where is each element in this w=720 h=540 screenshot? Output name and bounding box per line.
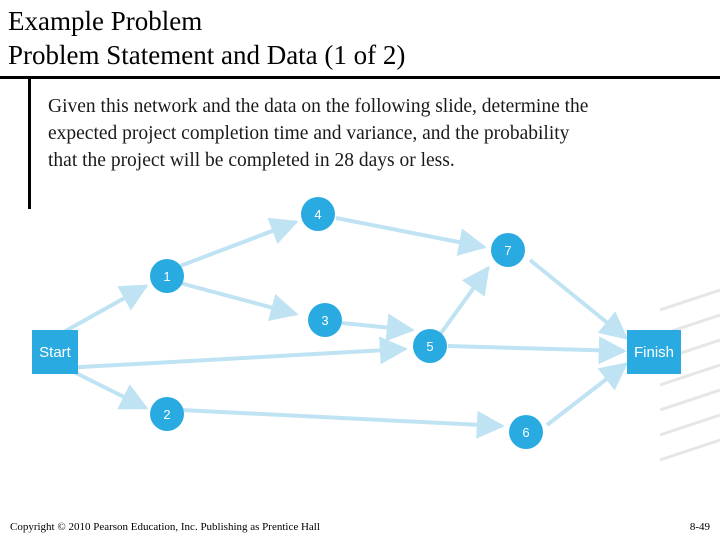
edge-7-finish	[528, 258, 629, 340]
edge-start-1	[61, 284, 149, 335]
node-2: 2	[150, 397, 184, 431]
node-1-label: 1	[163, 269, 170, 284]
side-divider	[28, 79, 31, 209]
node-6-label: 6	[522, 425, 529, 440]
edge-3-5	[341, 313, 415, 342]
node-start-label: Start	[39, 344, 72, 361]
statement-line-2: expected project completion time and var…	[48, 123, 570, 144]
node-3-label: 3	[321, 313, 328, 328]
statement-line-1: Given this network and the data on the f…	[48, 96, 589, 117]
slide-title: Example Problem Problem Statement and Da…	[8, 4, 405, 72]
node-5-label: 5	[426, 339, 433, 354]
title-line-2: Problem Statement and Data (1 of 2)	[8, 40, 406, 70]
edge-2-6	[180, 408, 505, 439]
edge-1-3	[179, 281, 299, 322]
edge-4-7	[335, 216, 487, 256]
node-start: Start	[32, 330, 78, 374]
edge-crossing-hop	[378, 346, 392, 354]
node-finish: Finish	[627, 330, 681, 374]
node-3: 3	[308, 303, 342, 337]
title-line-1: Example Problem	[8, 6, 203, 36]
page-number: 8-49	[689, 521, 710, 533]
node-2-label: 2	[163, 407, 170, 422]
node-4: 4	[301, 197, 335, 231]
edge-1-4	[179, 217, 299, 268]
edge-5-finish	[447, 336, 627, 365]
node-4-label: 4	[314, 207, 321, 222]
node-1: 1	[150, 259, 184, 293]
title-divider	[0, 76, 720, 79]
edge-5-7	[437, 265, 490, 338]
node-finish-label: Finish	[634, 344, 674, 361]
node-6: 6	[509, 415, 543, 449]
copyright-footer: Copyright © 2010 Pearson Education, Inc.…	[10, 521, 320, 533]
node-5: 5	[413, 329, 447, 363]
node-7: 7	[491, 233, 525, 267]
edge-6-finish	[545, 362, 629, 427]
statement-line-3: that the project will be completed in 28…	[48, 150, 455, 171]
problem-statement: Given this network and the data on the f…	[48, 93, 708, 174]
node-7-label: 7	[504, 243, 511, 258]
edge-start-5	[62, 336, 408, 370]
